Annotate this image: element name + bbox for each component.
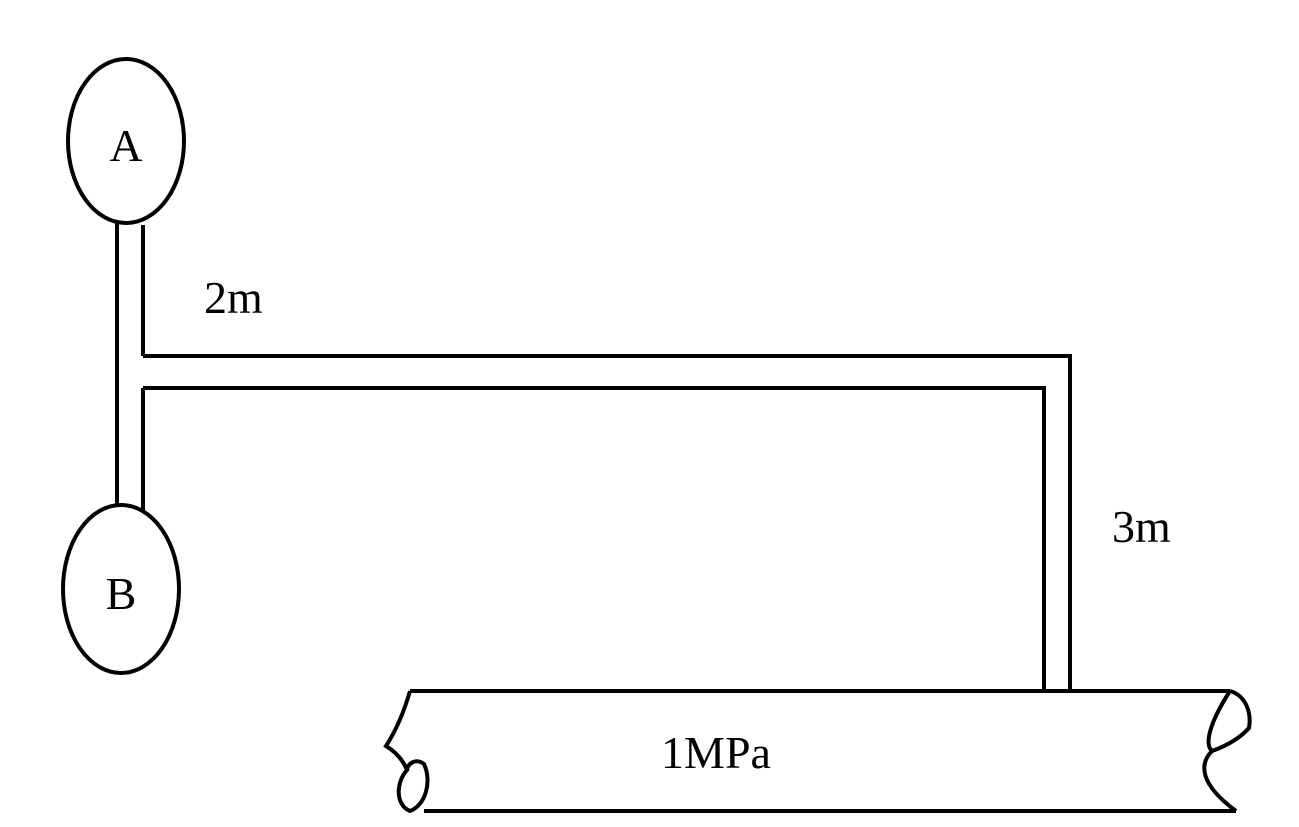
main-pipe-pressure-label: 1MPa [661,727,771,778]
main-pipe-left-break-icon [383,690,430,814]
vessel-b-label: B [106,568,137,619]
main-pipe: 1MPa [383,689,1252,814]
vertical-length-label: 3m [1112,501,1171,552]
vessel-a-outline [66,57,186,225]
vessel-b: B [61,503,181,675]
horizontal-pipe-outer-wall [143,354,1072,691]
vessel-b-outline [61,503,181,675]
horizontal-pipe-inner-wall [143,386,1046,691]
vessel-a-label: A [109,120,142,171]
connecting-pipe [115,223,1072,691]
vessel-a: A [66,57,186,225]
horizontal-length-label: 2m [204,272,263,323]
main-pipe-right-break-icon [1202,689,1252,813]
